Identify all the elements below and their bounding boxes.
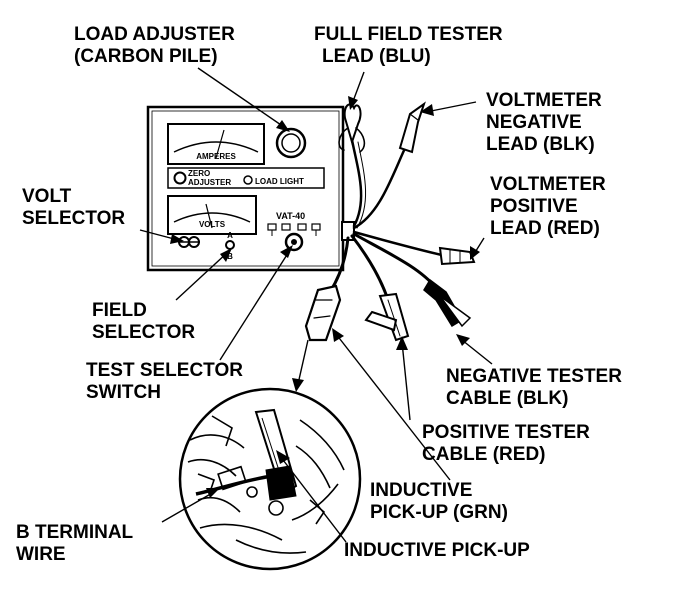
load-light-label: LOAD LIGHT	[255, 177, 304, 186]
engine-detail	[187, 415, 345, 554]
leader-positive-cable	[401, 341, 411, 421]
label-voltmeter-positive-2: POSITIVE	[490, 196, 578, 217]
positive-tester-cable	[350, 234, 390, 302]
callout-labels: LOAD ADJUSTER (CARBON PILE) FULL FIELD T…	[16, 24, 622, 565]
arrow-positive-cable	[396, 336, 408, 350]
label-negative-cable-1: NEGATIVE TESTER	[446, 366, 622, 387]
zero-adjuster-label-2: ADJUSTER	[188, 178, 231, 187]
label-field-selector-1: FIELD	[92, 300, 147, 321]
ammeter: AMPERES	[167, 123, 265, 165]
leader-inductive-pickup	[279, 455, 347, 543]
voltmeter: VOLTS	[167, 195, 257, 235]
leader-load-adjuster	[197, 67, 285, 128]
leader-arrowheads	[170, 96, 480, 498]
field-position-b: B	[227, 252, 233, 261]
voltmeter-scale	[173, 212, 251, 223]
ammeter-frame	[167, 123, 265, 165]
cable-bundle	[304, 101, 476, 342]
tester-unit: AMPERES ZERO ADJUSTER LOAD LIGHT VOLTS V…	[146, 105, 345, 272]
label-negative-cable-2: CABLE (BLK)	[446, 388, 568, 409]
label-full-field-2: LEAD (BLU)	[322, 46, 431, 67]
test-selector-positions	[267, 223, 321, 236]
test-selector-knob[interactable]	[284, 232, 304, 252]
field-position-a: A	[227, 231, 233, 240]
arrow-full-field	[348, 96, 358, 110]
label-positive-cable-2: CABLE (RED)	[422, 444, 546, 465]
label-volt-selector-2: SELECTOR	[22, 208, 125, 229]
label-b-terminal-2: WIRE	[16, 544, 66, 565]
load-light-icon	[243, 175, 253, 185]
label-field-selector-2: SELECTOR	[92, 322, 195, 343]
label-voltmeter-positive-1: VOLTMETER	[490, 174, 606, 195]
voltmeter-negative-clip[interactable]	[398, 101, 426, 154]
arrow-b-terminal	[206, 488, 220, 498]
indicator-strip: ZERO ADJUSTER LOAD LIGHT	[167, 167, 325, 189]
voltmeter-negative-wire	[352, 144, 408, 230]
label-positive-cable-1: POSITIVE TESTER	[422, 422, 590, 443]
model-label: VAT-40	[276, 211, 305, 221]
arrow-inductive-pickup	[276, 450, 290, 464]
leader-voltmeter-negative	[425, 101, 477, 113]
arrow-negative-cable	[456, 334, 470, 346]
positive-tester-clamp[interactable]	[364, 292, 410, 342]
arrow-test-selector	[280, 245, 293, 258]
arrow-voltmeter-negative	[420, 104, 434, 116]
label-b-terminal-1: B TERMINAL	[16, 522, 134, 543]
inductive-pickup-clamp[interactable]	[304, 284, 342, 342]
ammeter-scale	[173, 141, 259, 153]
voltmeter-positive-clip[interactable]	[438, 246, 476, 266]
closeup-inset	[178, 387, 362, 571]
ammeter-needle	[215, 129, 225, 159]
label-voltmeter-negative-3: LEAD (BLK)	[486, 134, 595, 155]
arrow-load-adjuster	[276, 120, 290, 132]
negative-tester-clamp[interactable]	[423, 278, 472, 328]
label-voltmeter-negative-2: NEGATIVE	[486, 112, 582, 133]
leader-b-terminal	[161, 491, 215, 523]
tester-case-inner	[151, 110, 340, 267]
arrow-volt-selector	[170, 234, 184, 244]
leader-field-selector	[175, 251, 229, 301]
b-terminal-wire	[195, 474, 273, 496]
leader-test-selector	[219, 249, 291, 361]
voltmeter-positive-wire	[352, 230, 448, 258]
full-field-lead-plug[interactable]	[338, 103, 366, 153]
closeup-pickup-clamp	[254, 408, 298, 501]
load-adjuster-knob[interactable]	[275, 127, 307, 159]
label-test-selector-1: TEST SELECTOR	[86, 360, 243, 381]
label-test-selector-2: SWITCH	[86, 382, 161, 403]
zero-adjuster-screw[interactable]	[173, 171, 187, 185]
label-voltmeter-negative-1: VOLTMETER	[486, 90, 602, 111]
full-field-lead-wire	[350, 138, 363, 228]
label-voltmeter-positive-3: LEAD (RED)	[490, 218, 600, 239]
arrow-voltmeter-positive	[470, 246, 480, 260]
label-inductive-pickup: INDUCTIVE PICK-UP	[344, 540, 530, 561]
arrow-inductive-grn	[332, 328, 344, 342]
label-load-adjuster-2: (CARBON PILE)	[74, 46, 218, 67]
label-volt-selector-1: VOLT	[22, 186, 72, 207]
arrow-to-closeup	[292, 378, 304, 392]
label-full-field-1: FULL FIELD TESTER	[314, 24, 503, 45]
full-field-lead-wire-edge	[356, 141, 367, 229]
label-inductive-grn-2: PICK-UP (GRN)	[370, 502, 508, 523]
leader-negative-cable	[461, 339, 493, 365]
arrow-field-selector	[220, 248, 232, 262]
voltmeter-label: VOLTS	[199, 220, 226, 229]
ammeter-label: AMPERES	[196, 152, 236, 161]
voltmeter-needle	[205, 203, 213, 229]
leader-inductive-grn	[335, 333, 451, 481]
label-inductive-grn-1: INDUCTIVE	[370, 480, 472, 501]
leader-to-closeup	[297, 339, 309, 385]
zero-adjuster-label-1: ZERO	[188, 169, 210, 178]
label-load-adjuster-1: LOAD ADJUSTER	[74, 24, 235, 45]
